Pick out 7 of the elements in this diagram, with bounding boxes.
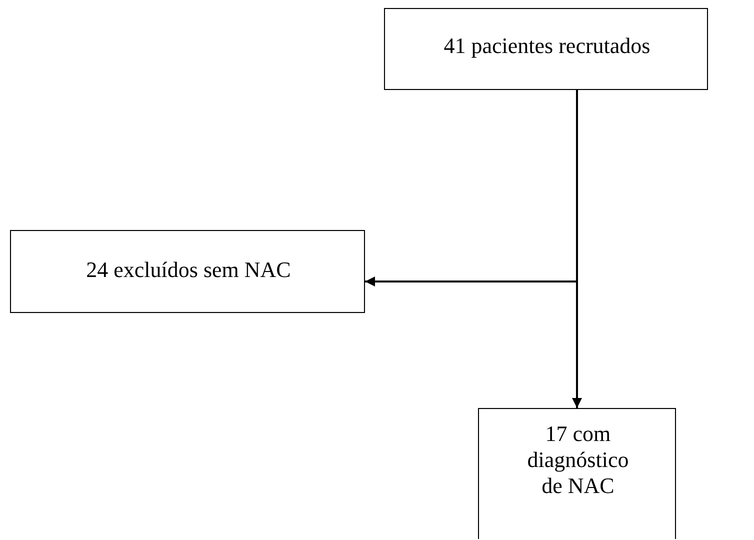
box-label: 24 excluídos sem NAC [85,257,292,283]
box-label: 41 pacientes recrutados [442,33,652,59]
arrow [365,90,578,286]
process-box [478,408,676,539]
box-label: 17 com diagnóstico de NAC [526,421,630,499]
process-box [10,230,365,313]
process-box [384,8,708,90]
